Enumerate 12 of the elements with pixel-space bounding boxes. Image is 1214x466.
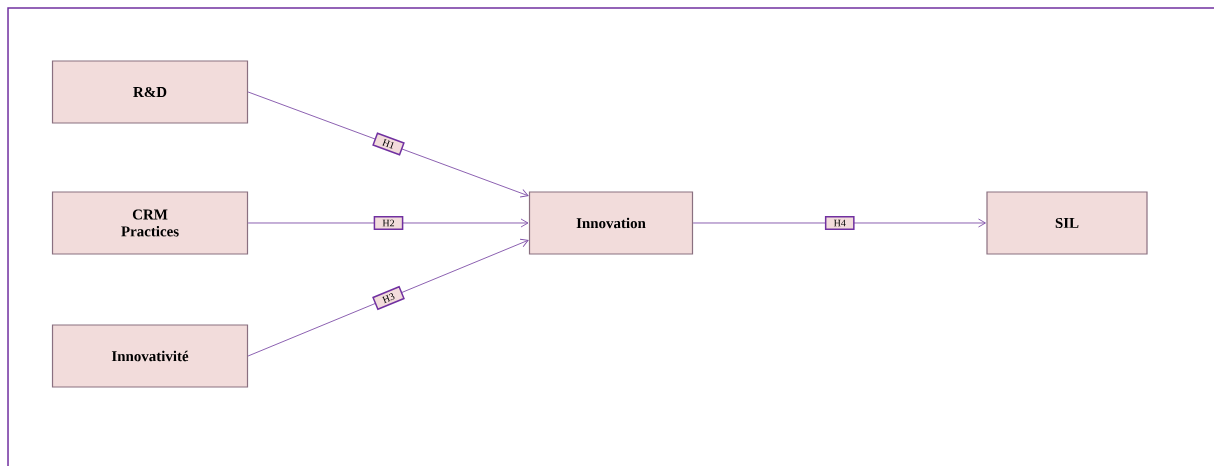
variable-box: SIL: [986, 191, 1148, 255]
hypothesis-label: H4: [824, 215, 855, 230]
variable-box: Innovativité: [51, 324, 249, 388]
arrow: [692, 218, 986, 228]
variable-box: R&D: [51, 60, 249, 124]
arrow: [247, 238, 529, 357]
arrow: [247, 91, 529, 198]
variable-box: CRM Practices: [51, 191, 249, 255]
arrow: [247, 218, 529, 228]
hypothesis-label: H2: [373, 215, 404, 231]
hypothesis-label: H1: [372, 132, 405, 156]
variable-box: Innovation: [528, 191, 694, 255]
